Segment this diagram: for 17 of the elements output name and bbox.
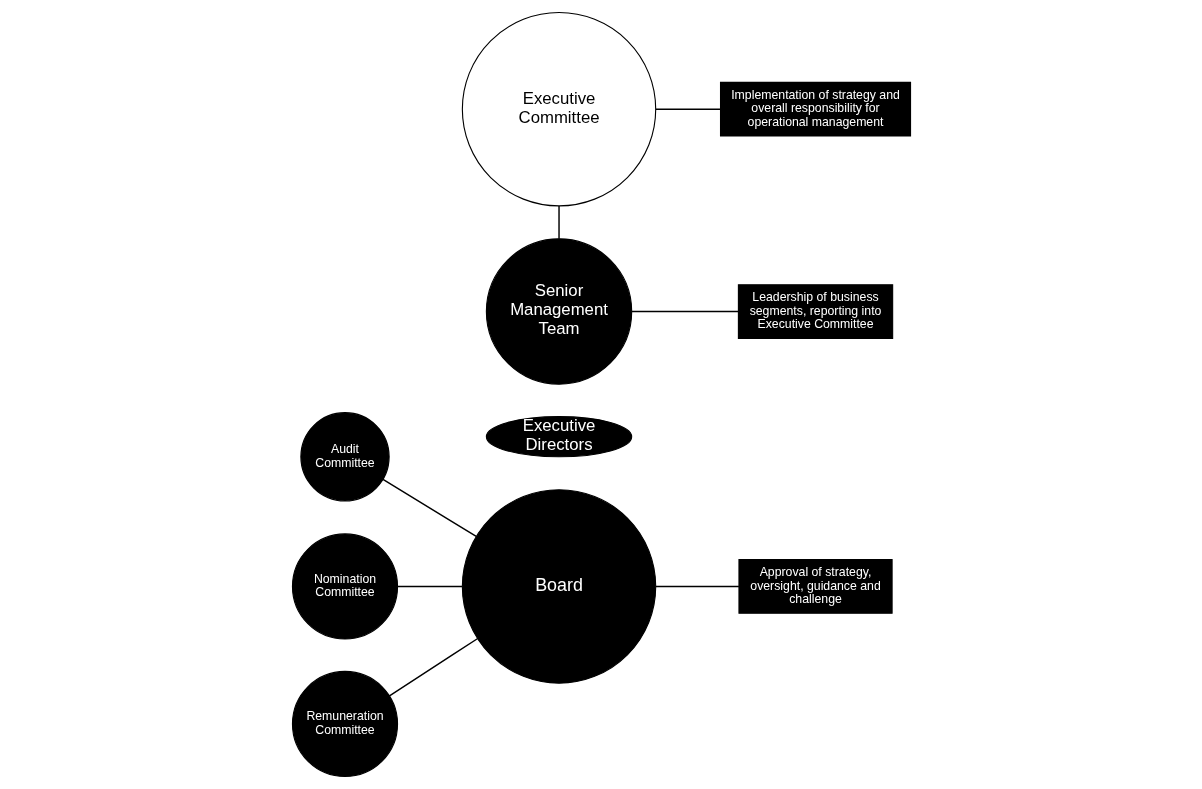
node-circle: Audit Committee [299,412,390,502]
node-ellipse: Executive Directors [485,416,632,458]
connector [388,638,478,697]
connector [654,585,740,588]
node-circle: Senior Management Team [485,238,632,385]
node-circle: Executive Committee [461,11,656,207]
node-box: Leadership of business segments, reporting into Executive Committee [737,284,893,339]
node-box: Approval of strategy, oversight, guidance and challenge [737,559,893,614]
connector [654,108,721,110]
connector [630,310,739,313]
node-circle: Remuneration Committee [291,670,398,777]
node-circle: Nomination Committee [291,533,398,640]
connector [381,478,477,538]
connector [557,205,560,240]
connector [396,585,463,588]
node-box: Implementation of strategy and overall responsibility for operational management [719,81,911,137]
node-circle: Board [461,489,656,684]
